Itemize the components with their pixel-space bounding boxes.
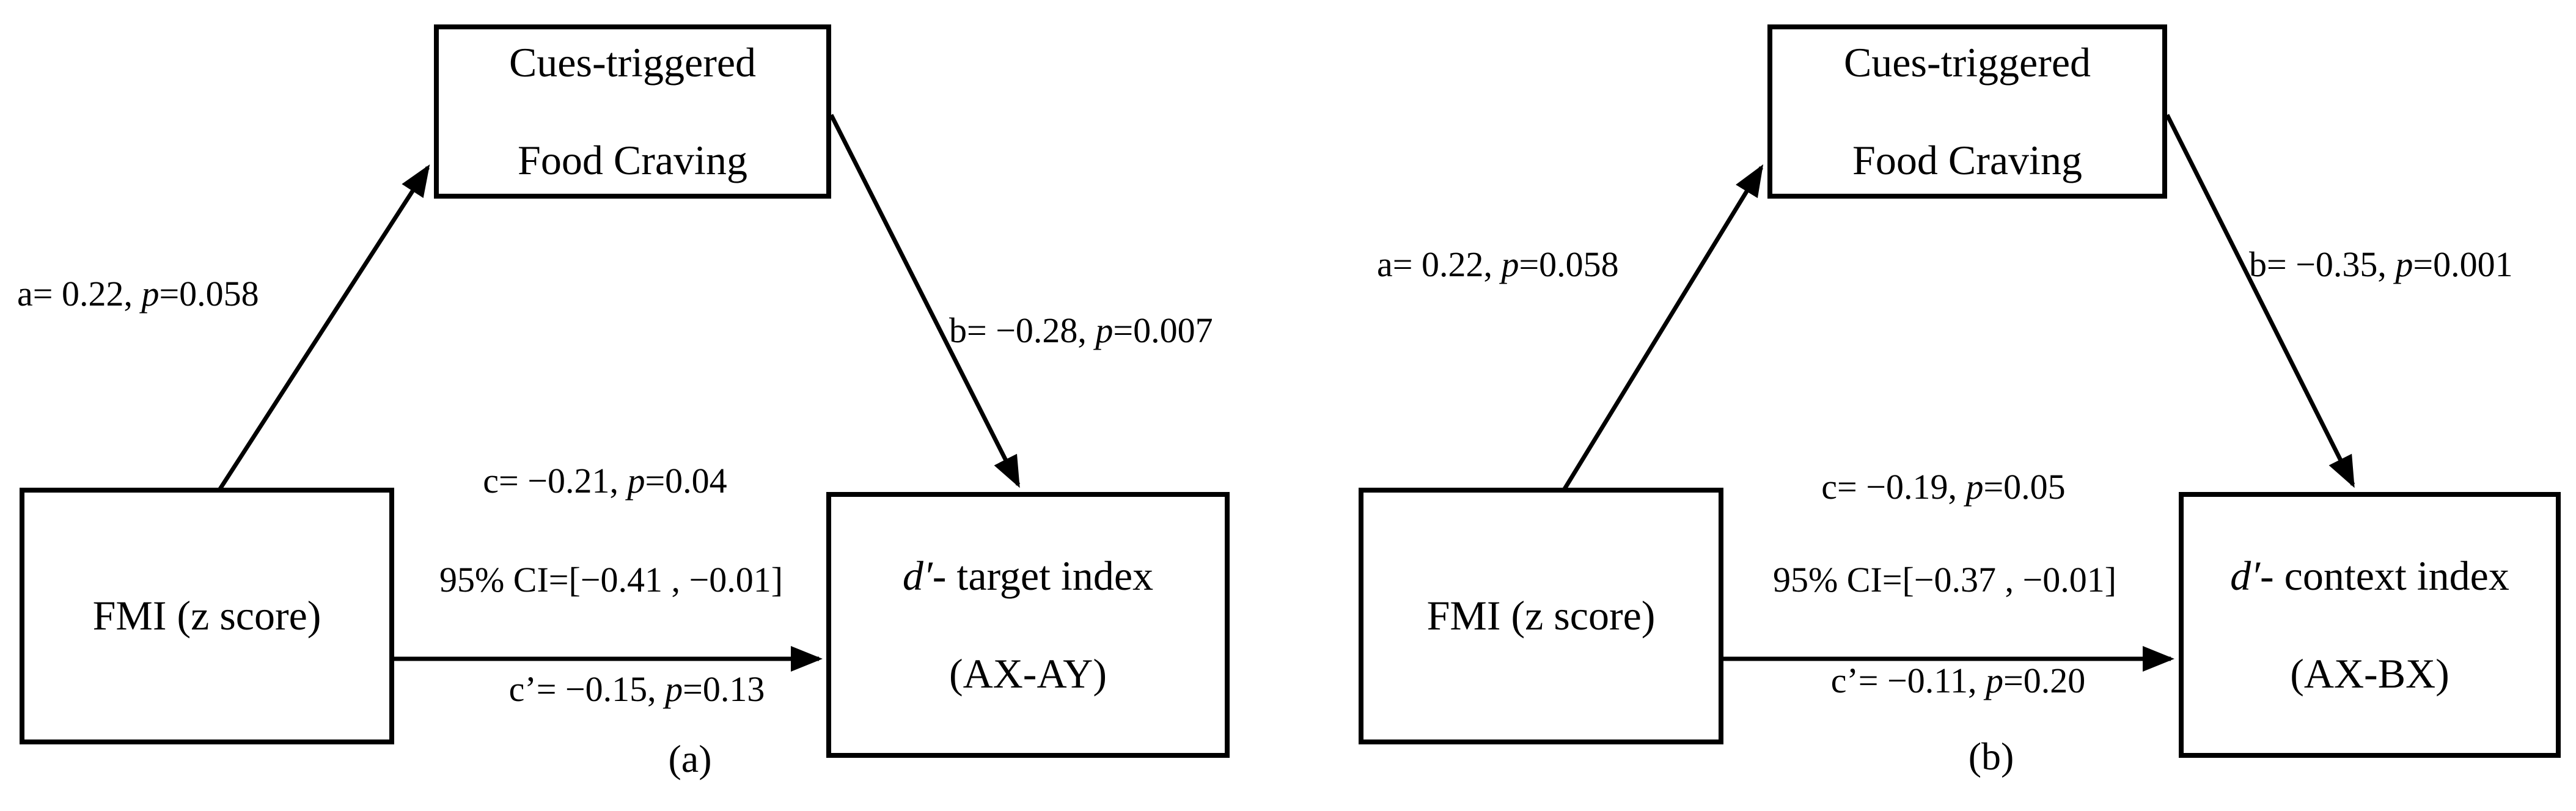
predictor-label: FMI (z score) (1426, 592, 1656, 639)
predictor-label: FMI (z score) (92, 592, 321, 639)
panel-caption-a: (a) (668, 737, 712, 780)
path-c-coef: c= −0.21, (483, 461, 628, 501)
ci-label: 95% CI=[−0.41 , −0.01] (439, 560, 783, 600)
path-b-pvalue: =0.007 (1113, 310, 1213, 350)
path-a-arrow (218, 164, 430, 490)
p-symbol: p (141, 274, 160, 314)
path-b-arrow (829, 114, 1021, 488)
outcome-label-line1: d′- context index (2230, 527, 2509, 625)
panel-caption-b: (b) (1968, 735, 2014, 778)
p-symbol: p (1095, 310, 1114, 350)
outcome-label-line2: (AX-BX) (2290, 650, 2449, 697)
path-a-label: a= 0.22, p=0.058 (17, 271, 335, 317)
p-symbol: p (627, 461, 645, 501)
path-c-coef: c= −0.19, (1821, 467, 1966, 507)
mediator-label-line2: Food Craving (518, 136, 747, 183)
outcome-label-line2: (AX-AY) (949, 650, 1107, 697)
path-c-pvalue: =0.04 (645, 461, 727, 501)
d-prime-symbol: d′ (902, 552, 933, 599)
total-effect-label: c= −0.21, p=0.04 (428, 458, 782, 504)
path-b-label: b= −0.35, p=0.001 (2249, 241, 2576, 287)
predictor-box: FMI (z score) (1359, 488, 1723, 744)
path-b-coef: b= −0.28, (949, 310, 1096, 350)
path-cprime-coef: c’= −0.11, (1830, 661, 1986, 700)
mediator-label-line2: Food Craving (1852, 136, 2082, 183)
path-b-arrow (2165, 114, 2355, 488)
outcome-box: d′- context index (AX-BX) (2179, 492, 2561, 758)
ci-label: 95% CI=[−0.37 , −0.01] (1772, 560, 2117, 600)
mediator-box: Cues-triggered Food Craving (1767, 24, 2167, 199)
p-symbol: p (1501, 244, 1519, 284)
p-symbol: p (2395, 244, 2413, 284)
direct-effect-label: c’= −0.11, p=0.20 (1775, 658, 2141, 703)
path-a-pvalue: =0.058 (159, 274, 259, 314)
path-cprime-pvalue: =0.13 (683, 669, 765, 709)
path-cprime-coef: c’= −0.15, (508, 669, 666, 709)
path-a-arrow (1563, 164, 1764, 490)
p-symbol: p (1965, 467, 1984, 507)
path-a-coef: a= 0.22, (1377, 244, 1502, 284)
mediator-label-line1: Cues-triggered (508, 39, 757, 86)
p-symbol: p (665, 669, 683, 709)
p-symbol: p (1986, 661, 2004, 700)
path-cprime-pvalue: =0.20 (2003, 661, 2086, 700)
path-c-pvalue: =0.05 (1983, 467, 2066, 507)
predictor-box: FMI (z score) (20, 488, 394, 744)
d-prime-symbol: d′ (2230, 552, 2260, 599)
outcome-label-line1: d′- target index (903, 527, 1153, 625)
path-a-label: a= 0.22, p=0.058 (1377, 241, 1695, 287)
mediator-box: Cues-triggered Food Craving (434, 24, 831, 199)
path-a-pvalue: =0.058 (1519, 244, 1619, 284)
mediator-label-line1: Cues-triggered (1843, 39, 2091, 86)
direct-effect-label: c’= −0.15, p=0.13 (453, 666, 820, 712)
path-b-coef: b= −0.35, (2249, 244, 2396, 284)
path-b-label: b= −0.28, p=0.007 (949, 307, 1279, 353)
total-effect-label: c= −0.19, p=0.05 (1766, 464, 2121, 510)
outcome-label-rest: - context index (2260, 552, 2509, 599)
outcome-label-rest: - target index (932, 552, 1154, 599)
path-b-pvalue: =0.001 (2413, 244, 2513, 284)
path-a-coef: a= 0.22, (17, 274, 142, 314)
outcome-box: d′- target index (AX-AY) (826, 492, 1230, 758)
